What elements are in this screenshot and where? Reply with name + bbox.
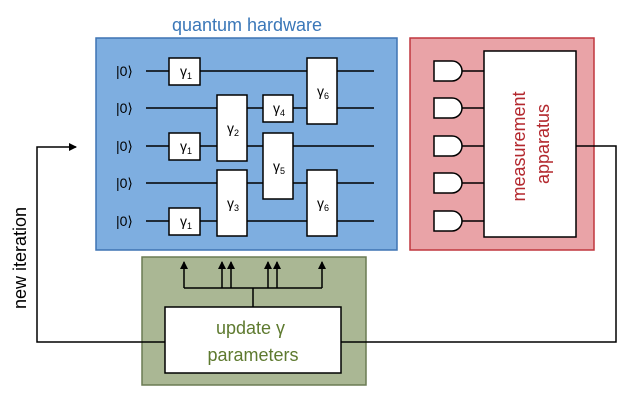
gate-label: γ1 (180, 213, 192, 231)
detector-icon (433, 210, 463, 232)
gate-label: γ6 (317, 83, 329, 101)
qubit-kets: |0⟩ |0⟩ |0⟩ |0⟩ |0⟩ (116, 63, 133, 229)
gate (168, 207, 201, 236)
ket-label: |0⟩ (116, 175, 133, 191)
gate (262, 94, 294, 123)
gate-labels: γ1 γ2 γ1 γ4 γ6 γ5 γ3 γ1 γ6 (180, 63, 329, 231)
detector-icon (433, 97, 463, 119)
gate-label: γ3 (227, 195, 239, 213)
detector-icon (433, 135, 463, 157)
ket-label: |0⟩ (116, 213, 133, 229)
gate-label: γ1 (180, 138, 192, 156)
measurement-apparatus-box (483, 50, 577, 238)
detector-links (462, 70, 484, 222)
feedback-loop (36, 143, 617, 343)
detector-icon (433, 172, 463, 194)
gate (306, 169, 338, 237)
update-label-line2: parameters (207, 345, 298, 365)
gate-label: γ2 (227, 120, 239, 138)
ket-label: |0⟩ (116, 100, 133, 116)
gate (168, 57, 201, 86)
ket-label: |0⟩ (116, 63, 133, 79)
gates (168, 57, 338, 237)
gate (306, 57, 338, 125)
gate-label: γ6 (317, 195, 329, 213)
ket-label: |0⟩ (116, 138, 133, 154)
parameter-arrows (180, 261, 326, 307)
detector-icon (433, 60, 463, 82)
measurement-apparatus-label: measurement apparatus (509, 86, 553, 201)
gate-label: γ4 (273, 100, 285, 118)
update-label-line1: update γ (216, 318, 285, 338)
detector-icons (433, 60, 463, 232)
quantum-hardware-title: quantum hardware (172, 15, 322, 35)
gate (216, 94, 248, 162)
measurement-label-line1: measurement (509, 91, 529, 201)
new-iteration-label: new iteration (10, 207, 30, 309)
gate (262, 132, 294, 200)
gate-label: γ1 (180, 63, 192, 81)
update-parameters-box (164, 306, 342, 374)
gate (216, 169, 248, 237)
measurement-label-line2: apparatus (533, 104, 553, 184)
update-parameters-label: update γ parameters (207, 318, 298, 365)
gate (168, 132, 201, 161)
gate-label: γ5 (273, 158, 285, 176)
